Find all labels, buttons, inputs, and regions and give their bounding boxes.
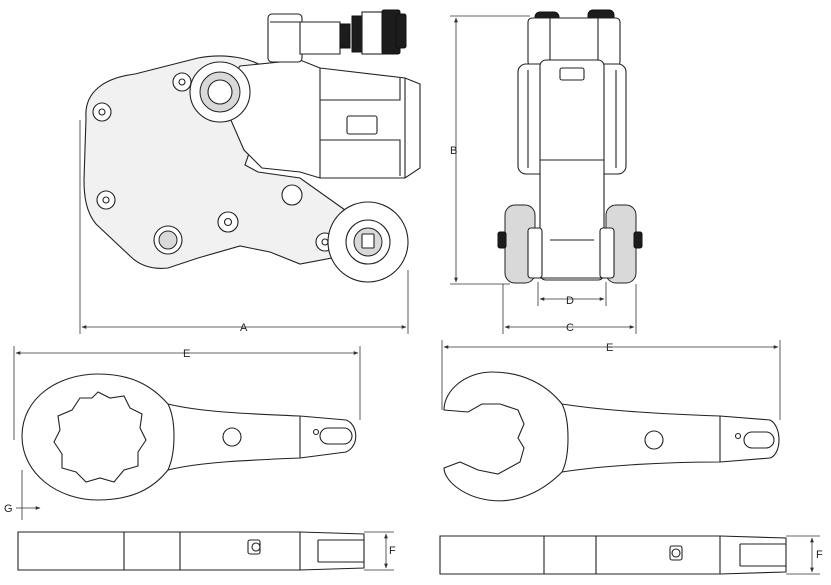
open-ring-wrench-right <box>443 371 780 502</box>
ring-wrench-left <box>21 373 357 501</box>
dimension-label-b: B <box>450 145 457 157</box>
wrench-side-view <box>83 9 421 283</box>
dimension-label-d: D <box>566 295 574 307</box>
dimension-lines <box>13 15 820 575</box>
dimension-label-e-left: E <box>183 348 190 360</box>
open-ring-wrench-right-profile <box>439 535 787 575</box>
dimension-label-c: C <box>566 322 574 334</box>
ring-wrench-left-profile <box>17 531 365 571</box>
dimension-label-a: A <box>240 322 248 334</box>
dimension-label-g: G <box>4 503 13 515</box>
dimension-label-f-right: F <box>816 549 823 561</box>
dimension-label-f-left: F <box>389 545 396 557</box>
wrench-front-view <box>497 9 643 284</box>
dimension-label-e-right: E <box>606 342 613 354</box>
